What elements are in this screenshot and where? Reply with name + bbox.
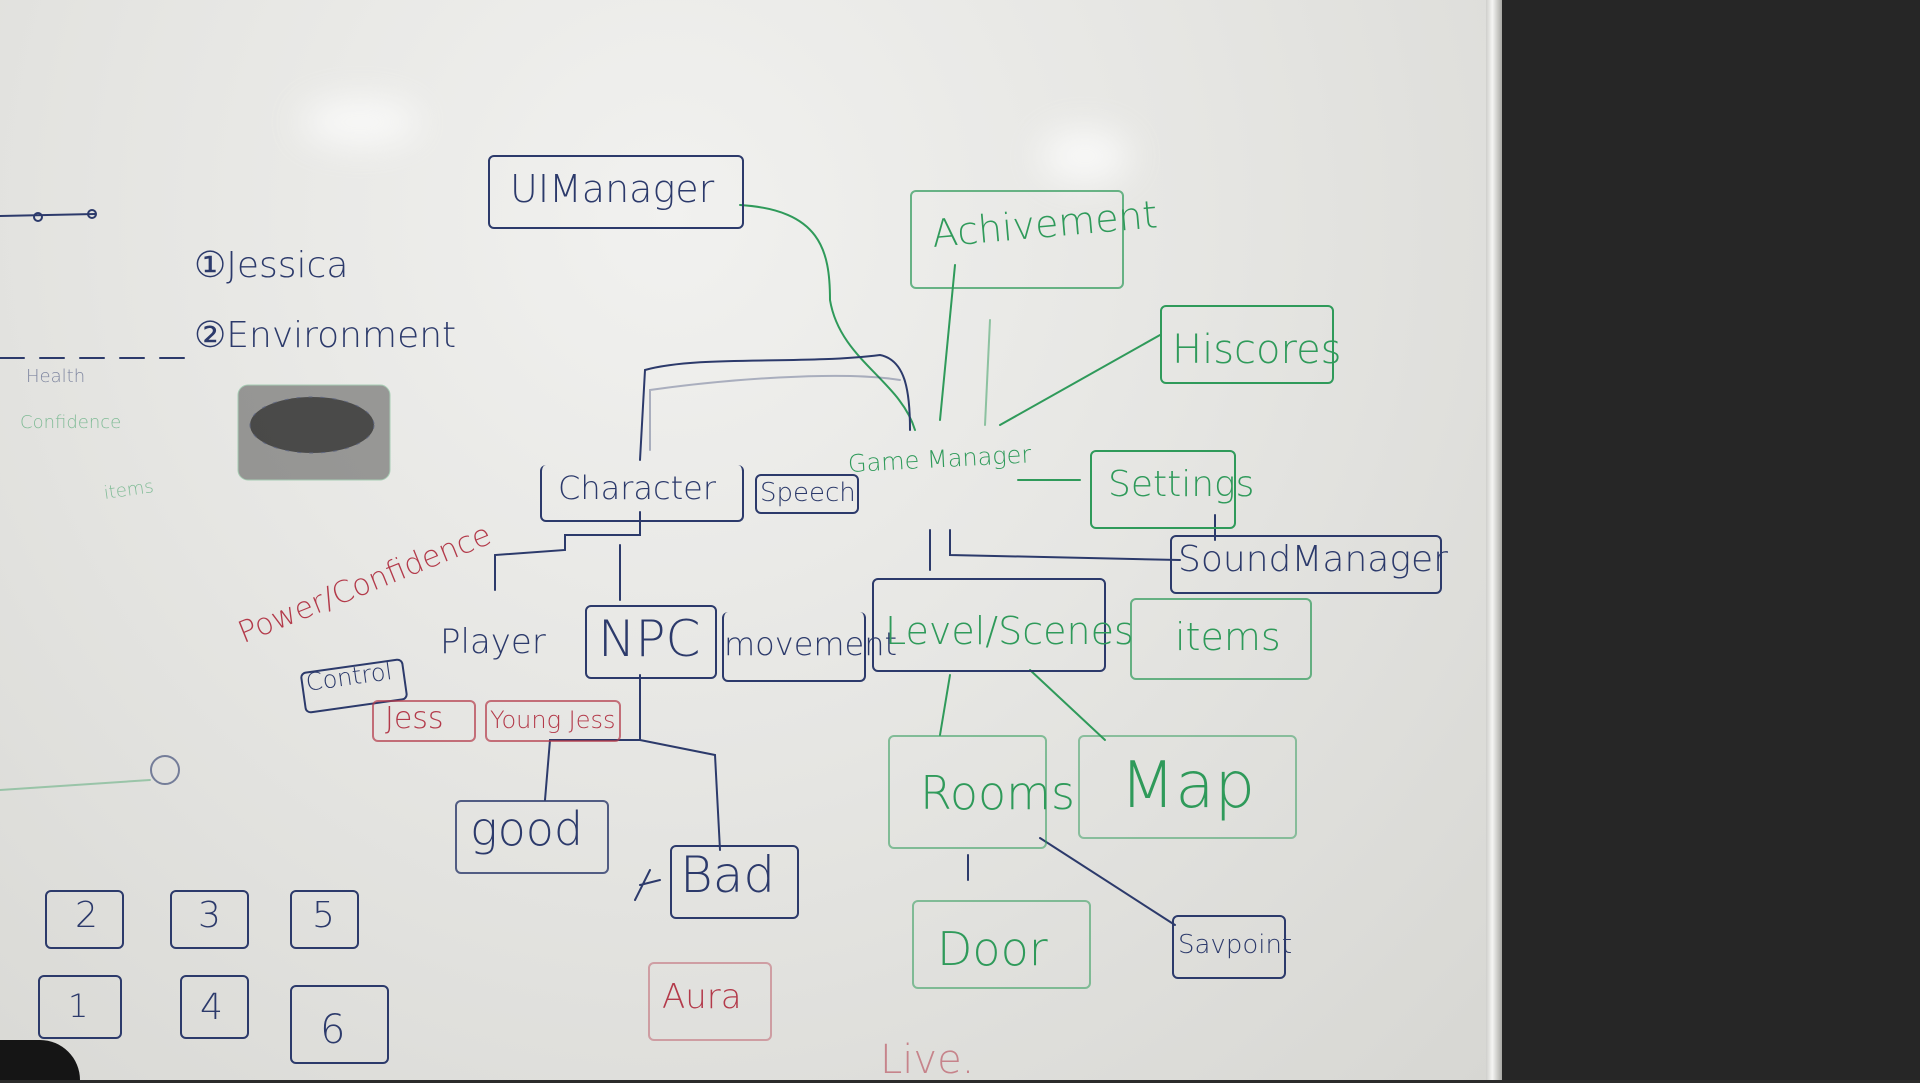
- node-hiscores-box: [1160, 305, 1334, 384]
- node-map-box: [1078, 735, 1297, 839]
- whiteboard-frame: [1486, 0, 1502, 1080]
- environment-sketch-dots: [249, 396, 375, 454]
- node-movement: movement: [724, 625, 898, 663]
- connector-achievement-game: [939, 264, 956, 421]
- node-items: items: [1175, 615, 1281, 659]
- numbered-box-label: 1: [68, 987, 89, 1025]
- note-live: Live.: [880, 1037, 975, 1083]
- node-door: Door: [937, 922, 1048, 976]
- diagram-connectors: [0, 204, 1216, 926]
- node-level-scenes-box: [872, 578, 1106, 672]
- node-savepoint: Savpoint: [1178, 930, 1293, 960]
- node-character: Character: [558, 469, 716, 507]
- timeline-dot: [87, 209, 97, 219]
- dark-wall: [1502, 0, 1920, 1080]
- numbered-box-label: 2: [75, 895, 98, 936]
- node-level-scenes: Level/Scenes: [885, 609, 1134, 653]
- node-jess-box: [372, 700, 476, 742]
- node-jess: Jess: [385, 701, 444, 736]
- node-npc-box: [585, 605, 717, 679]
- node-young-jess-box: [485, 700, 621, 742]
- node-achievement-box: [910, 190, 1124, 289]
- node-player: Player: [440, 622, 546, 662]
- light-glare: [1040, 130, 1130, 182]
- node-young-jess: Young Jess: [490, 706, 616, 734]
- numbered-box: [290, 985, 389, 1064]
- timeline-dot: [33, 212, 43, 222]
- connector-level-rooms: [939, 674, 951, 736]
- light-glare: [300, 100, 420, 144]
- node-settings-box: [1090, 450, 1236, 529]
- connector-character-loop: [639, 353, 911, 461]
- connector-character-loop-faint: [649, 374, 901, 451]
- numbered-box: [45, 890, 124, 949]
- connector-rooms-savepoint: [1039, 837, 1176, 926]
- connector-character-children: [494, 511, 641, 591]
- numbered-box: [38, 975, 122, 1039]
- target-line: [0, 779, 151, 791]
- numbered-box: [290, 890, 359, 949]
- connector-game-sound: [949, 529, 1181, 561]
- node-rooms-box: [888, 735, 1047, 849]
- node-good: good: [470, 802, 584, 856]
- connector-achievement-game-2: [984, 319, 991, 426]
- node-speech: Speech: [760, 478, 856, 508]
- note-health: Health: [26, 366, 86, 387]
- numbered-box-label: 5: [312, 895, 335, 936]
- node-npc: NPC: [598, 610, 701, 668]
- node-items-box: [1130, 598, 1312, 680]
- numbered-box-label: 6: [320, 1007, 346, 1053]
- node-bad-box: [670, 845, 799, 919]
- node-door-box: [912, 900, 1091, 989]
- aura-arrow: [634, 869, 661, 901]
- node-movement-box: [722, 612, 866, 682]
- node-aura: Aura: [662, 977, 742, 1017]
- numbered-box-label: 4: [200, 987, 223, 1028]
- node-savepoint-box: [1172, 915, 1286, 979]
- target-symbol: [150, 755, 180, 785]
- note-environment: ②Environment: [194, 315, 457, 356]
- node-good-box: [455, 800, 609, 874]
- connector-ui-game: [739, 204, 916, 431]
- note-confidence: Confidence: [20, 412, 122, 433]
- node-rooms: Rooms: [920, 766, 1075, 820]
- node-sound-manager: SoundManager: [1178, 539, 1448, 580]
- connector-level-map: [1029, 669, 1106, 741]
- node-settings: Settings: [1108, 464, 1255, 505]
- node-map: Map: [1120, 749, 1256, 823]
- node-ui-manager: UIManager: [510, 167, 715, 211]
- node-bad: Bad: [680, 846, 776, 904]
- numbered-box: [180, 975, 249, 1039]
- node-character-box: [540, 465, 744, 522]
- timeline-line: [0, 213, 96, 217]
- connector-npc-bad: [639, 739, 721, 851]
- node-ui-manager-box: [488, 155, 744, 229]
- connector-hiscores-game: [999, 334, 1161, 426]
- note-jessica: ①Jessica: [194, 245, 349, 286]
- numbered-box: [170, 890, 249, 949]
- numbered-box-label: 3: [198, 895, 221, 936]
- node-aura-box: [648, 962, 772, 1041]
- node-sound-manager-box: [1170, 535, 1442, 594]
- node-hiscores: Hiscores: [1172, 327, 1342, 373]
- node-speech-box: [755, 474, 859, 514]
